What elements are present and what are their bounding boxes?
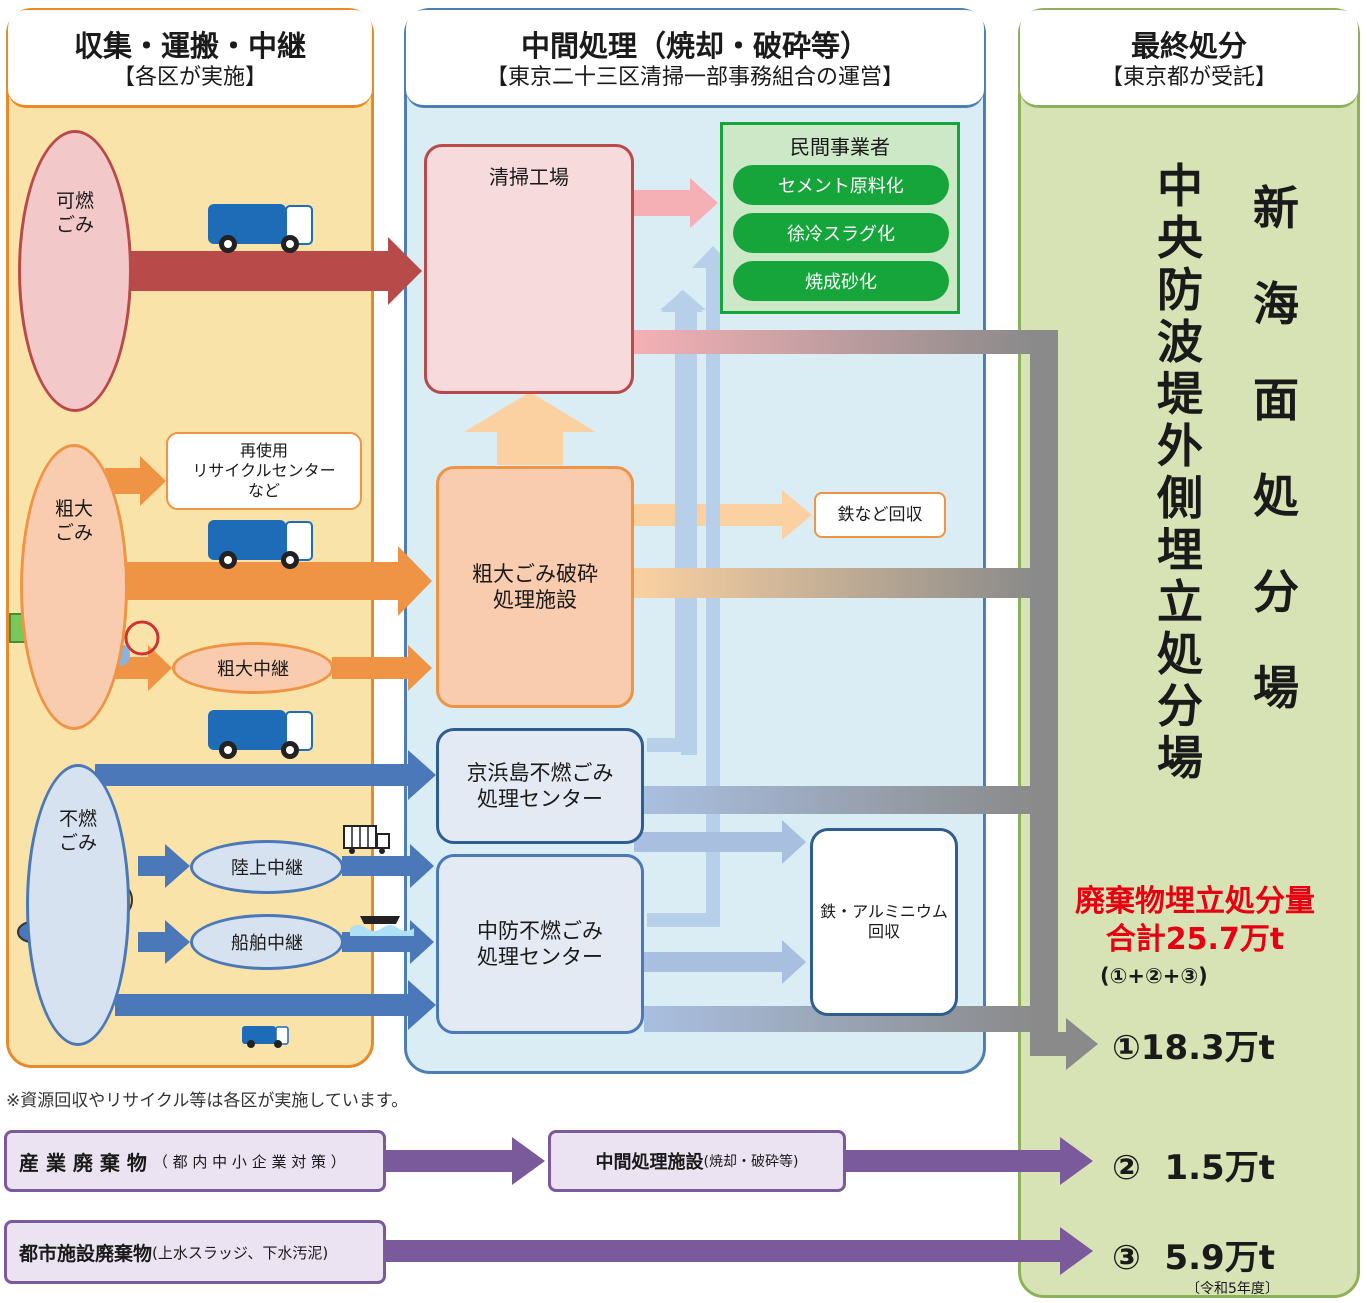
landfill-arrowhead [1030,1018,1098,1070]
iron-recovery-label: 鉄など回収 [837,505,923,525]
nonburnable-waste-oval: 不燃 ごみ [26,764,130,1046]
bulky-relay-oval: 粗大中継 [172,642,334,694]
intermediate-subtitle: 【東京二十三区清掃一部事務組合の運営】 [485,65,904,90]
nonburn-to-land-relay-arrow [138,844,190,888]
keihin-return-line [647,310,689,752]
collection-title: 収集・運搬・中継 [73,29,306,63]
keihin-nonburnable-center-box: 京浜島不燃ごみ 処理センター [436,728,644,844]
ship-relay-label: 船舶中継 [231,933,303,954]
small-truck-icon [242,1026,289,1048]
final-title: 最終処分 [1130,29,1247,63]
burnable-waste-oval: 可燃 ごみ [18,130,132,412]
chubo-return-line [647,265,720,927]
private-item-cement: セメント原料化 [733,165,949,205]
chubo-label: 中防不燃ごみ 処理センター [477,919,603,969]
footnote: ※資源回収やリサイクル等は各区が実施しています。 [6,1091,409,1111]
nonburn-to-chubo-arrow [115,980,436,1030]
private-operators-box: 民間事業者 セメント原料化 徐冷スラグ化 焼成砂化 [720,122,960,314]
final-subtitle: 【東京都が受託】 [1100,65,1277,90]
urban-facility-waste-box: 都市施設廃棄物 (上水スラッジ、下水汚泥) [4,1220,386,1284]
private-item-sand: 焼成砂化 [733,261,949,301]
industrial-label: 産 業 廃 棄 物 [19,1150,147,1175]
final-column [1018,8,1360,1298]
industrial-to-mid-arrow [386,1137,545,1185]
outer-landfill-text: 中央防波堤外側埋立処分場 [1157,159,1203,785]
mid-label: 中間処理施設 [595,1152,704,1173]
keihin-label: 京浜島不燃ごみ 処理センター [466,761,614,811]
crush-to-iron-arrow [634,490,812,540]
container-truck-icon [343,825,390,854]
plant-to-private-arrow [634,178,718,228]
truck-icon [208,520,313,569]
landfill-trunk [1030,330,1058,1046]
intermediate-header: 中間処理（焼却・破砕等） 【東京二十三区清掃一部事務組合の運営】 [406,10,984,108]
intermediate-facility-box: 中間処理施設 (焼却・破砕等) [548,1130,846,1192]
collection-subtitle: 【各区が実施】 [112,65,267,90]
chubo-nonburnable-center-box: 中防不燃ごみ 処理センター [436,854,644,1034]
land-relay-label: 陸上中継 [231,858,303,879]
bulky-to-reuse-arrow [105,456,166,506]
collection-header: 収集・運搬・中継 【各区が実施】 [8,10,372,108]
reuse-label: 再使用 リサイクルセンター など [192,441,336,500]
chubo-to-ironal-arrow [644,940,806,984]
industrial-waste-box: 産 業 廃 棄 物 （ 都 内 中 小 企 業 対 策 ） [4,1130,386,1192]
burnable-arrow [125,237,422,305]
intermediate-title: 中間処理（焼却・破砕等） [520,29,869,63]
relay-to-crush-arrow [332,645,432,691]
bulky-label: 粗大 ごみ [54,498,93,544]
crush-to-landfill-arrow [634,568,1034,598]
iron-al-recovery-label: 鉄・アルミニウム 回収 [820,902,948,941]
reuse-recycle-box: 再使用 リサイクルセンター など [166,432,362,510]
industrial-paren: （ 都 内 中 小 企 業 対 策 ） [152,1152,346,1171]
amount-1: ①18.3万t [1112,1028,1275,1068]
mid-paren: (焼却・破砕等) [703,1154,799,1170]
land-relay-to-chubo-arrow [342,844,434,888]
keihin-to-landfill-arrow [644,786,1034,814]
iron-aluminum-recovery-box: 鉄・アルミニウム 回収 [810,828,958,1016]
plant-label: 清掃工場 [489,165,569,189]
bulky-main-arrow [125,546,432,616]
bulky-crush-label: 粗大ごみ破砕 処理施設 [472,562,598,612]
ship-icon [350,916,414,936]
final-header: 最終処分 【東京都が受託】 [1020,10,1358,108]
total-formula: (①+②+③) [1100,964,1208,988]
outer-landfill-name: 中央防波堤外側埋立処分場 [1150,160,1210,784]
urban-to-landfill-arrow [386,1227,1093,1275]
ship-relay-oval: 船舶中継 [190,914,344,970]
nonburnable-label: 不燃 ごみ [58,808,97,854]
urban-label: 都市施設廃棄物 [19,1242,153,1265]
iron-recovery-box: 鉄など回収 [814,492,946,538]
bulky-crushing-facility-box: 粗大ごみ破砕 処理施設 [436,466,634,708]
amount-2: ② 1.5万t [1112,1148,1275,1188]
keihin-to-ironal-arrow [634,820,806,864]
land-relay-oval: 陸上中継 [190,840,344,894]
plant-to-landfill-arrow [634,330,1034,354]
incineration-plant-box: 清掃工場 [424,144,634,394]
bulky-relay-label: 粗大中継 [217,659,289,680]
nonburn-to-ship-relay-arrow [138,920,190,964]
crush-to-plant-arrow [464,392,596,465]
burnable-label: 可燃 ごみ [55,190,94,236]
truck-icon [208,204,313,253]
mid-to-landfill-arrow [846,1137,1093,1185]
private-title: 民間事業者 [790,135,890,159]
bulky-to-relay-arrow [115,645,172,691]
total-label-2: 合計25.7万t [1105,922,1285,957]
nonburn-to-keihin-arrow [95,750,436,800]
new-landfill-name: 新海面処分場 [1246,160,1306,736]
private-item-slag: 徐冷スラグ化 [733,213,949,253]
bulky-waste-oval: 粗大 ごみ [20,444,128,730]
total-label-1: 廃棄物埋立処分量 [1075,884,1315,919]
amount-3: ③ 5.9万t [1112,1238,1275,1278]
urban-paren: (上水スラッジ、下水汚泥) [152,1243,329,1262]
truck-icon [208,710,313,759]
year-label: 〔令和5年度〕 [1186,1281,1279,1297]
keihin-return-head [661,290,703,312]
new-landfill-text: 新海面処分場 [1253,181,1299,715]
